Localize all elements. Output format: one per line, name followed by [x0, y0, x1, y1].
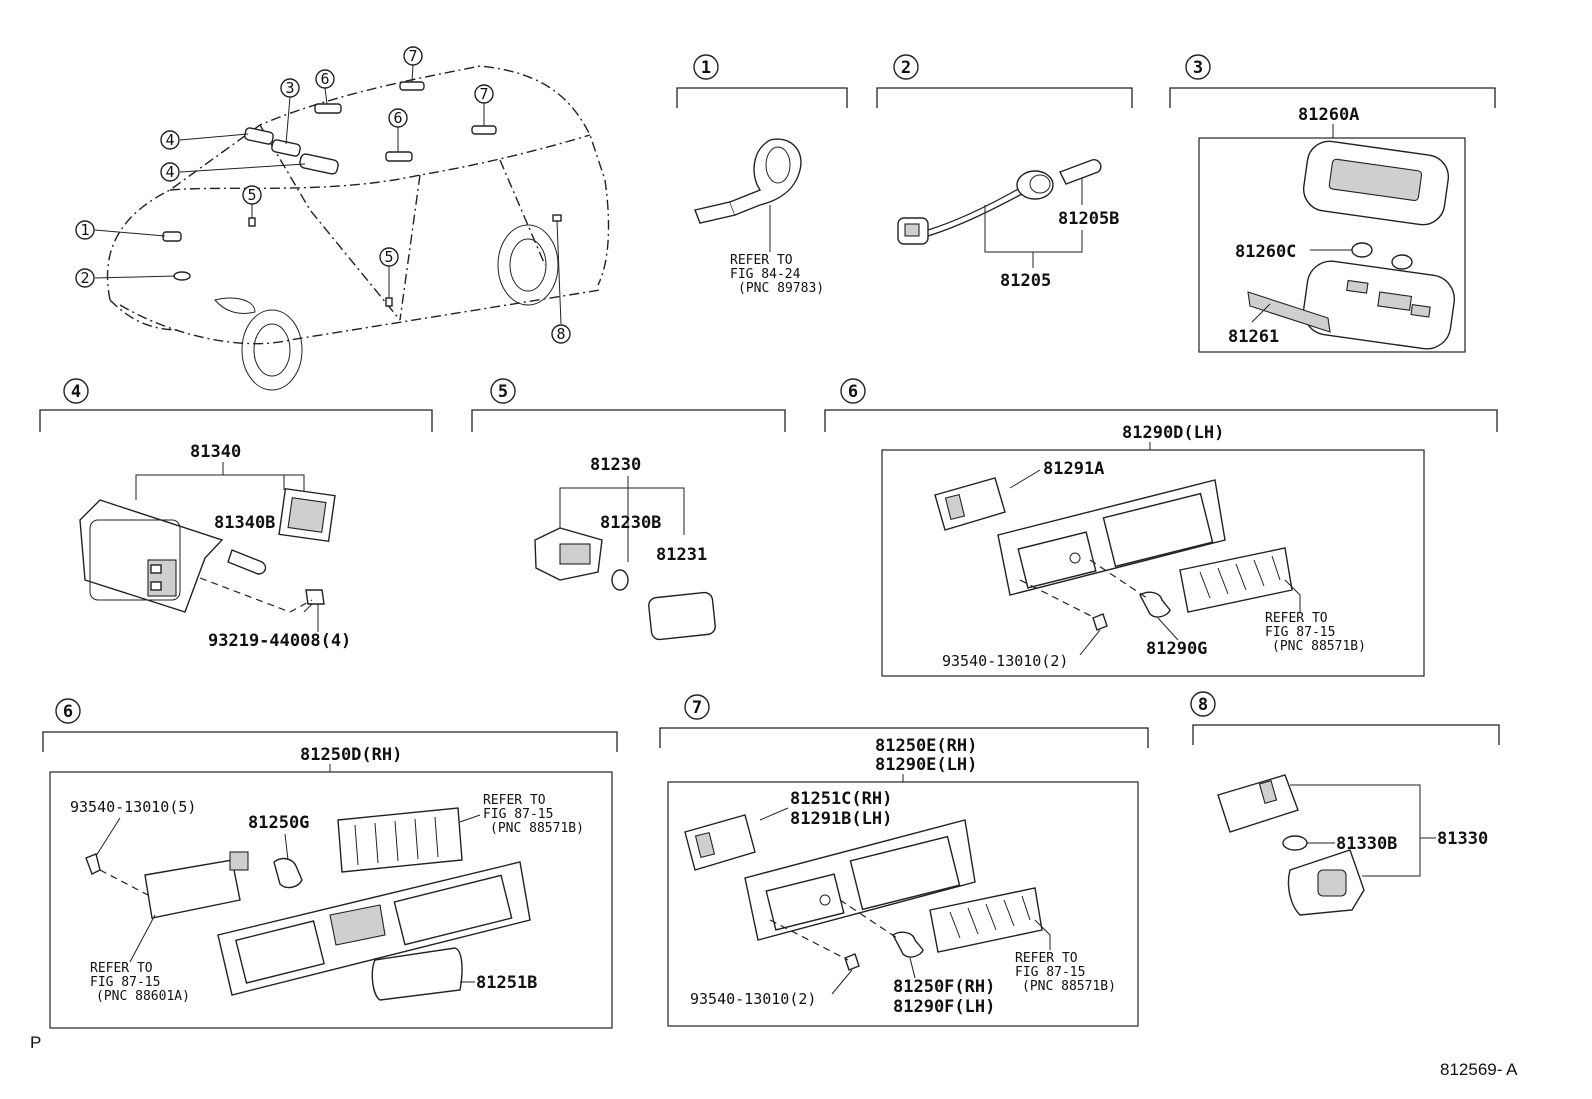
- svg-text:93540-13010(5): 93540-13010(5): [70, 798, 196, 816]
- svg-text:81330B: 81330B: [1336, 834, 1397, 854]
- section-2: 2 81205B 81205: [876, 54, 1133, 291]
- svg-text:3: 3: [1193, 58, 1203, 78]
- section-8: 8 81330B 81330: [1190, 691, 1500, 916]
- vehicle-overview: 1 2 3 4 4 5 5 6 6 7 7 8: [75, 46, 610, 391]
- svg-text:(PNC 88601A): (PNC 88601A): [96, 989, 190, 1004]
- svg-text:4: 4: [165, 163, 174, 181]
- svg-text:81340B: 81340B: [214, 513, 275, 533]
- svg-text:81340: 81340: [190, 442, 241, 462]
- svg-text:1: 1: [80, 221, 89, 239]
- svg-text:FIG 87-15: FIG 87-15: [90, 975, 160, 990]
- svg-text:81230B: 81230B: [600, 513, 661, 533]
- svg-text:8: 8: [556, 325, 565, 343]
- svg-text:5: 5: [498, 382, 508, 402]
- svg-text:6: 6: [848, 382, 858, 402]
- section-4: 4 81340 81340B 93219-44008(4): [39, 378, 433, 651]
- svg-text:81231: 81231: [656, 545, 707, 565]
- section-1: 1 REFER TO FIG 84-24 (PNC 89783): [676, 54, 848, 296]
- svg-text:FIG 87-15: FIG 87-15: [483, 807, 553, 822]
- svg-text:REFER TO: REFER TO: [1265, 611, 1328, 626]
- section-5: 5 81230 81230B 81231: [471, 378, 786, 641]
- callout-7b: 7: [474, 84, 494, 104]
- room-lamp-assembly: [79, 487, 336, 613]
- svg-text:81250E(RH): 81250E(RH): [875, 736, 977, 756]
- svg-text:81290E(LH): 81290E(LH): [875, 755, 977, 775]
- callout-3: 3: [280, 78, 300, 98]
- svg-text:3: 3: [285, 79, 294, 97]
- svg-text:81290G: 81290G: [1146, 639, 1207, 659]
- svg-text:81290F(LH): 81290F(LH): [893, 997, 995, 1017]
- svg-text:5: 5: [247, 186, 256, 204]
- svg-text:6: 6: [320, 70, 329, 88]
- svg-text:FIG 87-15: FIG 87-15: [1015, 965, 1085, 980]
- svg-text:(PNC 88571B): (PNC 88571B): [1022, 979, 1116, 994]
- svg-text:(PNC 89783): (PNC 89783): [738, 281, 824, 296]
- svg-text:81205: 81205: [1000, 271, 1051, 291]
- svg-text:81230: 81230: [590, 455, 641, 475]
- callout-1: 1: [75, 220, 95, 240]
- svg-text:FIG 84-24: FIG 84-24: [730, 267, 801, 282]
- svg-text:REFER TO: REFER TO: [483, 793, 546, 808]
- harness-clip: [694, 138, 802, 224]
- svg-text:2: 2: [901, 58, 911, 78]
- svg-text:81250D(RH): 81250D(RH): [300, 745, 402, 765]
- section-6-lh: 6 81290D(LH) 81291A 93540-13010(2) 81290…: [824, 378, 1498, 677]
- door-lamp-7: [684, 814, 1043, 971]
- svg-text:81330: 81330: [1437, 829, 1488, 849]
- callout-8: 8: [551, 324, 571, 344]
- svg-text:REFER TO: REFER TO: [90, 961, 153, 976]
- svg-text:(PNC 88571B): (PNC 88571B): [1272, 639, 1366, 654]
- map-lamp-assembly: [1247, 140, 1456, 350]
- svg-text:81291A: 81291A: [1043, 459, 1104, 479]
- svg-text:81291B(LH): 81291B(LH): [790, 809, 892, 829]
- socket-wire-assembly: [897, 159, 1102, 245]
- callout-4b: 4: [160, 162, 180, 182]
- callout-2: 2: [75, 268, 95, 288]
- svg-text:(PNC 88571B): (PNC 88571B): [490, 821, 584, 836]
- svg-text:7: 7: [692, 698, 702, 718]
- section-number: 1: [701, 58, 711, 78]
- svg-text:8: 8: [1198, 695, 1208, 715]
- svg-text:81260A: 81260A: [1298, 105, 1359, 125]
- svg-text:7: 7: [479, 85, 488, 103]
- callout-4a: 4: [160, 130, 180, 150]
- svg-text:5: 5: [384, 248, 393, 266]
- svg-text:81205B: 81205B: [1058, 209, 1119, 229]
- callout-6b: 6: [388, 108, 408, 128]
- svg-text:4: 4: [165, 131, 174, 149]
- callout-6a: 6: [315, 69, 335, 89]
- footer-left: P: [30, 1033, 41, 1052]
- section-7: 7 81250E(RH) 81290E(LH) 81251C(RH) 81291…: [659, 694, 1149, 1027]
- section-3: 3 81260A 81260C 81261: [1169, 54, 1496, 353]
- svg-text:81250G: 81250G: [248, 813, 309, 833]
- door-lamp-lh: [934, 477, 1293, 631]
- svg-text:4: 4: [71, 382, 81, 402]
- svg-text:81290D(LH): 81290D(LH): [1122, 423, 1224, 443]
- svg-text:FIG 87-15: FIG 87-15: [1265, 625, 1335, 640]
- svg-text:REFER TO: REFER TO: [1015, 951, 1078, 966]
- callout-7a: 7: [403, 46, 423, 66]
- figure-number: 812569- A: [1440, 1060, 1518, 1079]
- svg-text:93219-44008(4): 93219-44008(4): [208, 631, 351, 651]
- svg-text:81250F(RH): 81250F(RH): [893, 977, 995, 997]
- svg-text:81251C(RH): 81251C(RH): [790, 789, 892, 809]
- svg-text:2: 2: [80, 269, 89, 287]
- svg-text:81260C: 81260C: [1235, 242, 1296, 262]
- svg-text:81261: 81261: [1228, 327, 1279, 347]
- svg-text:REFER TO: REFER TO: [730, 253, 793, 268]
- callout-5a: 5: [242, 185, 262, 205]
- svg-text:6: 6: [393, 109, 402, 127]
- section-6-rh: 6 81250D(RH) 93540-13010(5) 81250G REFER…: [42, 698, 618, 1029]
- svg-text:6: 6: [63, 702, 73, 722]
- svg-text:93540-13010(2): 93540-13010(2): [690, 990, 816, 1008]
- door-lamp-rh: [85, 807, 531, 1001]
- svg-text:81251B: 81251B: [476, 973, 537, 993]
- callout-5b: 5: [379, 247, 399, 267]
- luggage-lamp: [1217, 774, 1365, 916]
- courtesy-lamp: [534, 527, 716, 641]
- svg-text:93540-13010(2): 93540-13010(2): [942, 652, 1068, 670]
- svg-text:7: 7: [408, 47, 417, 65]
